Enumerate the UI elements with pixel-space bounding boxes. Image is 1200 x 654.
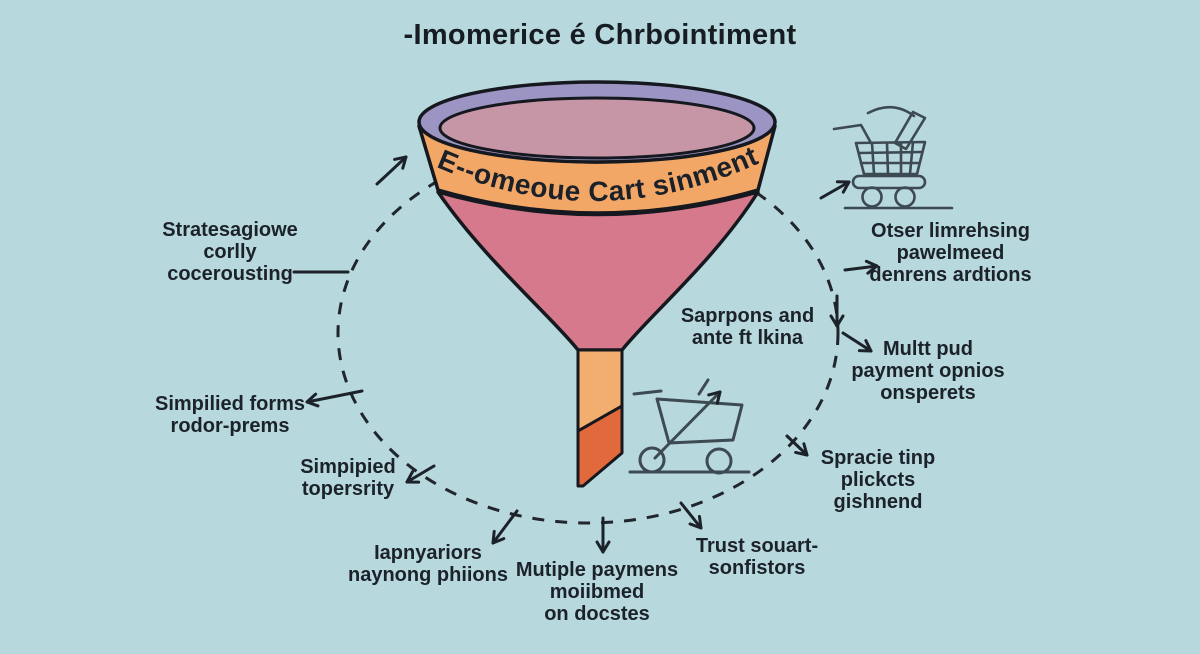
label-line: topersrity (301, 478, 395, 500)
funnel-illustration: E--omeoue Cart sinment (417, 80, 777, 488)
label-line: Saprpons and (680, 305, 815, 327)
label-line: on docstes (544, 603, 650, 625)
label-line: Multt pud (883, 338, 973, 360)
label-line: cocerousting (167, 263, 293, 285)
arrow-to-iapnyariors (491, 509, 519, 545)
label-line: denrens ardtions (869, 264, 1032, 286)
label-line: Stratesagiowe (162, 219, 298, 241)
label-iapnyariors: Iapnyariors naynong phiions (308, 542, 548, 586)
label-line: plickcts (840, 469, 916, 491)
label-saprpons: Saprpons and ante ft lkina (650, 305, 845, 349)
label-line: gishnend (833, 491, 923, 513)
label-simpipied: Simpipied topersrity (258, 456, 438, 500)
label-line: pawelmeed (896, 242, 1005, 264)
label-line: onsperets (880, 382, 976, 404)
label-line: Spracie tinp (820, 447, 936, 469)
label-line: sonfistors (708, 557, 806, 579)
arrow-to-simpilied-forms (305, 389, 364, 408)
label-otser: Otser limrehsing pawelmeed denrens ardti… (833, 220, 1068, 286)
label-line: naynong phiions (348, 564, 508, 586)
label-line: corlly (203, 241, 257, 263)
label-line: ante ft lkina (691, 327, 804, 349)
label-line: Otser limrehsing (871, 220, 1030, 242)
funnel-stem-bottom (576, 404, 624, 488)
arrow-to-simpipied (405, 464, 436, 484)
arrow-to-funnel (375, 155, 408, 186)
cycle-arrows (292, 155, 879, 554)
label-line: Trust souart- (695, 535, 819, 557)
arrow-to-otser (843, 259, 879, 275)
label-line: payment opnios (851, 360, 1005, 382)
label-forms: Simpilied forms rodor-prems (110, 393, 350, 437)
shopping-cart-abandoned-icon (628, 378, 751, 475)
page-title: -Imomerice é Chrbointiment (403, 19, 797, 51)
shopping-cart-item-tossed-icon (832, 105, 954, 210)
label-payments: Mutiple paymens moiibmed on docstes (477, 559, 717, 625)
label-line: Simpipied (300, 456, 396, 478)
arrow-to-cart-icon (819, 180, 851, 200)
label-multt: Multt pud payment opnios onsperets (818, 338, 1038, 404)
label-line: rodor-prems (170, 415, 290, 437)
label-line: moiibmed (549, 581, 645, 603)
arrow-to-multt (841, 331, 873, 353)
label-line: Iapnyariors (374, 542, 482, 564)
label-line: Mutiple paymens (515, 559, 679, 581)
label-spracie: Spracie tinp plickcts gishnend (778, 447, 978, 513)
label-trust: Trust souart- sonfistors (657, 535, 857, 579)
arrow-to-spracie (785, 434, 809, 457)
label-strategy: Stratesagiowe corlly cocerousting (120, 219, 340, 285)
arrow-to-trust (679, 501, 703, 530)
funnel-interior (438, 96, 756, 160)
label-line: Simpilied forms (154, 393, 306, 415)
